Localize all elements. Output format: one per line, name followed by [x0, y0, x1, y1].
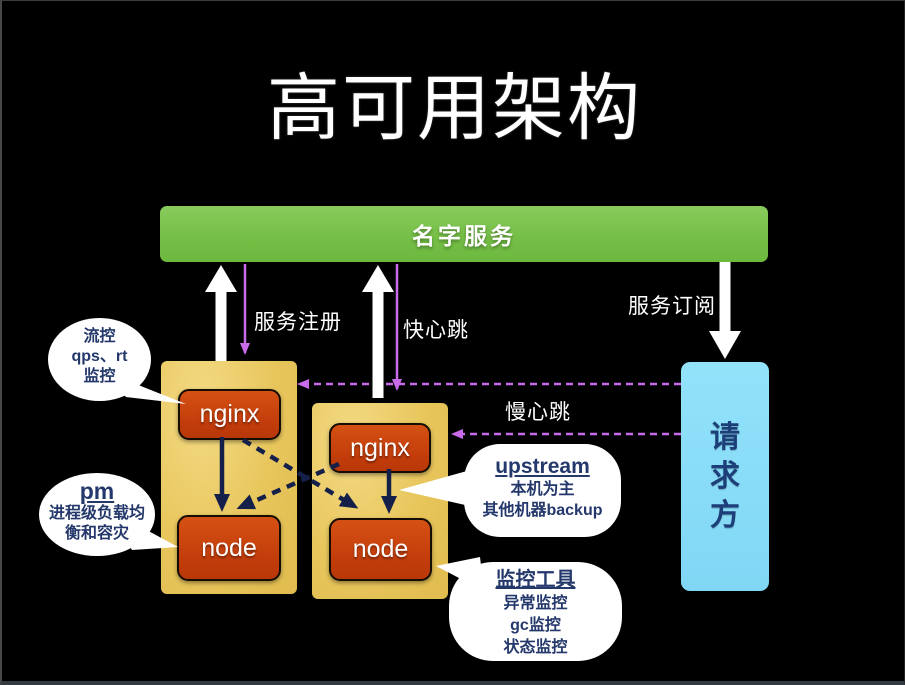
page-title: 高可用架构 [267, 68, 642, 149]
callout-title: pm [79, 478, 115, 504]
slow-heartbeat-label: 慢心跳 [505, 401, 571, 424]
white-up-arrow-2 [362, 265, 394, 398]
nginx-box-1: nginx [178, 389, 281, 440]
pm-callout: pm 进程级负载均 衡和容灾 [39, 473, 155, 556]
callout-line: 衡和容灾 [64, 525, 129, 542]
callout-line: 其他机器backup [482, 502, 603, 519]
callout-line: 本机为主 [510, 481, 575, 498]
callout-line: qps、rt [71, 348, 128, 365]
flow-control-callout: 流控 qps、rt 监控 [48, 318, 151, 401]
callout-line: 异常监控 [503, 595, 568, 612]
callout-title: upstream [495, 455, 590, 478]
name-service-label: 名字服务 [412, 223, 516, 249]
fast-heartbeat-label: 快心跳 [403, 319, 469, 342]
upstream-callout: upstream 本机为主 其他机器backup [464, 444, 621, 537]
name-service-bar: 名字服务 [160, 206, 768, 262]
requester-char: 求 [710, 460, 740, 493]
callout-line: gc监控 [510, 617, 561, 634]
callout-line: 状态监控 [503, 639, 568, 656]
monitor-tools-callout: 监控工具 异常监控 gc监控 状态监控 [449, 562, 622, 661]
requester-box: 请 求 方 [681, 362, 769, 591]
callout-line: 进程级负载均 [48, 505, 145, 522]
callout-line: 流控 [83, 328, 116, 345]
node-box-1: node [177, 515, 281, 581]
white-up-arrow-1 [205, 265, 237, 361]
service-register-label: 服务注册 [254, 311, 342, 334]
service-subscribe-label: 服务订阅 [628, 295, 716, 318]
callout-line: 监控 [83, 368, 116, 385]
requester-char: 方 [710, 499, 740, 532]
callout-title: 监控工具 [495, 569, 576, 591]
node-box-2: node [329, 518, 432, 581]
nginx-box-2: nginx [329, 423, 431, 473]
requester-char: 请 [710, 421, 740, 454]
